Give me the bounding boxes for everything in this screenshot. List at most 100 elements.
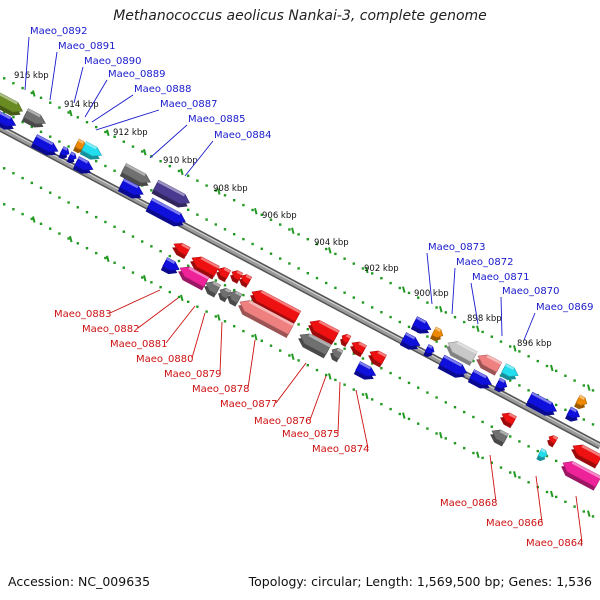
tick-dot [159, 160, 162, 163]
tick-dot [582, 510, 585, 513]
tick-dot [3, 77, 6, 80]
major-tick [291, 353, 295, 361]
tick-dot [3, 111, 6, 114]
gene-highlight [223, 267, 231, 273]
gene-feature [308, 320, 340, 345]
major-tick [476, 451, 480, 459]
kbp-tick-label: 898 kbp [467, 314, 502, 324]
gene-feature [30, 134, 59, 156]
tick-dot [288, 228, 291, 231]
tick-dot [95, 215, 98, 219]
gene-feature [446, 341, 478, 366]
gene-highlight [78, 156, 89, 164]
tick-dot [141, 150, 144, 153]
tick-dot [297, 233, 300, 236]
tick-dot [407, 381, 411, 385]
gene-feature [565, 406, 581, 422]
major-tick [550, 364, 554, 372]
gene-feature [490, 429, 509, 447]
tick-dot [279, 257, 282, 260]
gene-feature [119, 163, 151, 187]
tick-dot [233, 233, 236, 236]
gene-feature [571, 444, 600, 469]
genome-summary-text: Topology: circular; Length: 1,569,500 bp… [248, 574, 592, 589]
tick-dot [371, 398, 374, 401]
tick-dot [352, 262, 355, 265]
tick-dot [122, 230, 125, 233]
tick-dot [509, 379, 512, 382]
tick-dot [389, 315, 392, 319]
gene-highlight [405, 332, 416, 340]
tick-dot [269, 344, 273, 347]
major-tick [402, 412, 406, 419]
tick-dot [122, 140, 125, 143]
tick-dot [49, 101, 52, 104]
major-tick [587, 510, 591, 517]
gene-feature [21, 108, 46, 128]
kbp-tick-label: 916 kbp [14, 71, 49, 81]
tick-dot [490, 335, 493, 338]
tick-dot [21, 212, 24, 216]
tick-dot [509, 345, 512, 348]
tick-dot [444, 437, 447, 440]
tick-dot [426, 391, 429, 394]
gene-feature [410, 316, 432, 334]
gene-highlight [62, 146, 68, 151]
tick-dot [159, 286, 162, 289]
tick-dot [481, 330, 484, 334]
gene-highlight [427, 344, 433, 349]
tick-dot [591, 423, 595, 426]
plus-strand-gene-label: Maeo_0869 [536, 302, 593, 313]
gene-highlight [499, 429, 509, 437]
tick-dot [334, 252, 337, 256]
tick-dot [187, 174, 190, 177]
major-tick [402, 286, 406, 293]
gene-feature [500, 412, 517, 429]
major-tick [365, 392, 369, 400]
tick-dot [104, 220, 107, 224]
tick-dot [297, 267, 300, 270]
tick-dot [260, 247, 263, 250]
tick-dot [177, 259, 181, 263]
gene-highlight [443, 355, 463, 367]
tick-dot [573, 379, 576, 382]
tick-dot [555, 459, 558, 463]
major-tick [587, 384, 591, 391]
tick-dot [39, 130, 43, 133]
major-tick [476, 325, 480, 333]
tick-dot [334, 286, 337, 290]
minus-strand-gene-label: Maeo_0875 [282, 429, 339, 440]
plus-strand-gene-label: Maeo_0870 [502, 286, 559, 297]
tick-dot [490, 425, 493, 428]
gene-highlight [456, 341, 478, 354]
tick-dot [177, 169, 181, 173]
tick-dot [361, 301, 365, 304]
tick-dot [472, 415, 475, 419]
gene-body [401, 332, 421, 347]
gene-feature [58, 146, 70, 160]
tick-dot [361, 357, 365, 360]
tick-dot [380, 311, 383, 314]
gene-body [501, 363, 519, 377]
tick-dot [417, 422, 420, 425]
tick-dot [536, 449, 539, 453]
tick-dot [343, 347, 346, 350]
tick-dot [564, 500, 567, 503]
kbp-tick-label: 904 kbp [314, 238, 349, 248]
gene-body [32, 134, 59, 153]
tick-dot [205, 184, 208, 187]
tick-dot [113, 261, 116, 264]
tick-dot [334, 378, 337, 382]
tick-dot [85, 211, 89, 214]
tick-dot [104, 164, 107, 168]
gene-highlight [416, 316, 427, 324]
tick-dot [315, 242, 319, 246]
gene-highlight [85, 141, 97, 150]
tick-dot [113, 225, 116, 228]
gene-feature [117, 178, 144, 199]
leader-line [184, 140, 214, 177]
leader-line [489, 454, 497, 503]
major-tick [143, 149, 147, 156]
tick-dot [499, 340, 503, 343]
